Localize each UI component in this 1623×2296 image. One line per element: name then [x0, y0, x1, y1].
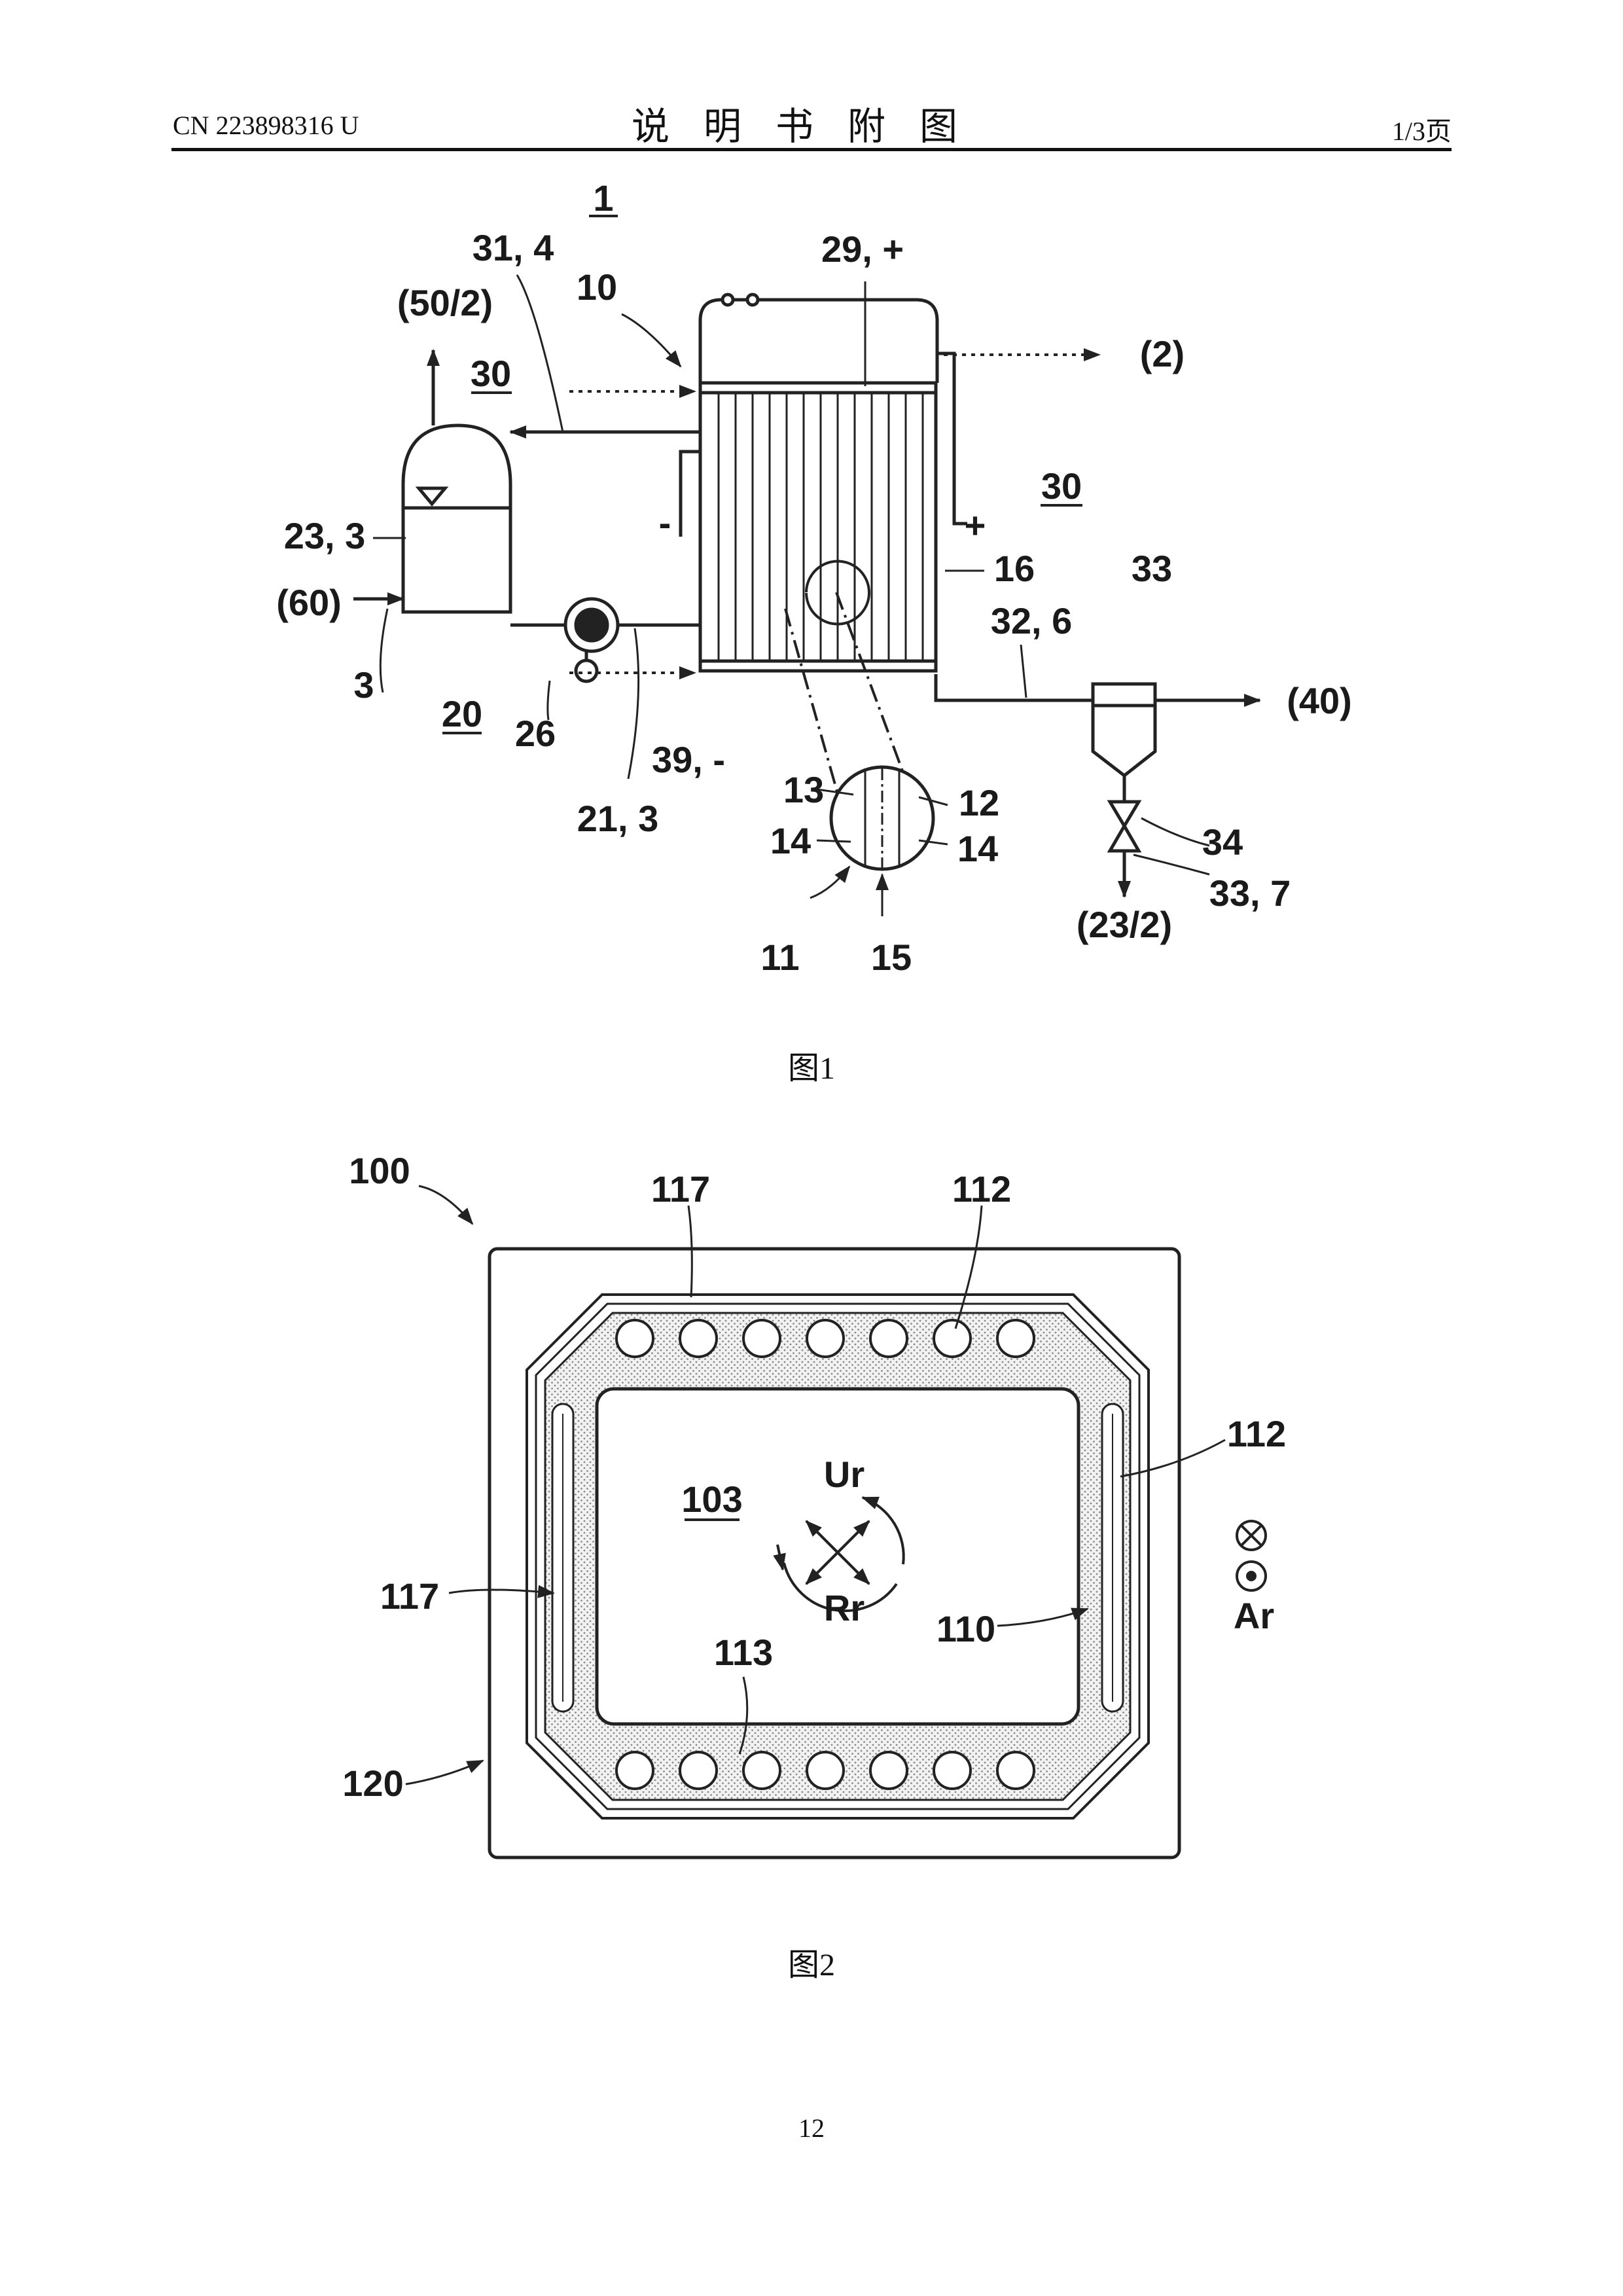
- label-region-20: 20: [442, 693, 482, 734]
- label-ar: Ar: [1234, 1595, 1274, 1636]
- separator: [1093, 684, 1155, 802]
- label-outlet-40: (40): [1287, 680, 1352, 721]
- label-separator-33: 33: [1132, 548, 1172, 589]
- page-number: 12: [0, 2113, 1623, 2144]
- label-pipe-33-7: 33, 7: [1209, 872, 1291, 914]
- figure-2: [406, 1186, 1266, 1857]
- label-outlet-50-2: (50/2): [397, 282, 493, 323]
- label-pump-26: 26: [515, 713, 556, 754]
- label-negative-terminal: 39, -: [652, 739, 725, 780]
- label-outlet-2: (2): [1140, 333, 1185, 374]
- label-detail-15: 15: [871, 937, 912, 978]
- label-positive-terminal: 29, +: [821, 228, 904, 270]
- pump: [565, 599, 618, 681]
- label-ref-120: 120: [342, 1763, 403, 1804]
- label-pipe-21-3: 21, 3: [577, 798, 659, 839]
- label-detail-12: 12: [959, 782, 999, 823]
- label-ref-117-left: 117: [380, 1575, 439, 1617]
- label-system: 1: [593, 177, 613, 219]
- label-ref-112-top: 112: [952, 1168, 1011, 1210]
- label-ref-117-top: 117: [651, 1168, 710, 1210]
- label-ref-113: 113: [714, 1632, 773, 1673]
- label-minus-sign: -: [659, 502, 671, 543]
- figure-1-caption: 图1: [0, 1042, 1623, 1088]
- label-detail-14-left: 14: [770, 820, 811, 861]
- label-electrolyzer: 10: [577, 266, 617, 308]
- valve: [1110, 802, 1139, 851]
- label-ur: Ur: [824, 1454, 865, 1495]
- axis-symbols: [1237, 1521, 1266, 1590]
- label-pipe-16: 16: [994, 548, 1035, 589]
- label-ref-103: 103: [681, 1479, 742, 1520]
- label-outlet-23-2: (23/2): [1077, 904, 1172, 945]
- active-area: [597, 1389, 1079, 1724]
- label-inlet-60: (60): [276, 582, 342, 623]
- label-ref-112-right: 112: [1227, 1413, 1286, 1454]
- electrolyzer-stack: [681, 295, 967, 671]
- label-ref-110: 110: [936, 1608, 995, 1649]
- label-stack-pipe: 31, 4: [473, 227, 554, 268]
- storage-tank: [403, 425, 510, 612]
- label-ref-100: 100: [349, 1150, 410, 1191]
- label-detail-14-right: 14: [957, 828, 998, 869]
- label-region-30-right: 30: [1041, 465, 1082, 507]
- label-detail-13: 13: [783, 769, 824, 810]
- label-region-30-left: 30: [471, 353, 511, 394]
- label-plus-sign: +: [965, 505, 986, 546]
- label-rr: Rr: [824, 1587, 865, 1628]
- label-valve-34: 34: [1202, 821, 1243, 863]
- label-detail-11: 11: [760, 937, 799, 978]
- label-tank: 23, 3: [284, 515, 366, 556]
- figure-2-caption: 图2: [0, 1939, 1623, 1984]
- label-line-3: 3: [353, 664, 374, 706]
- label-pipe-32-6: 32, 6: [991, 600, 1073, 641]
